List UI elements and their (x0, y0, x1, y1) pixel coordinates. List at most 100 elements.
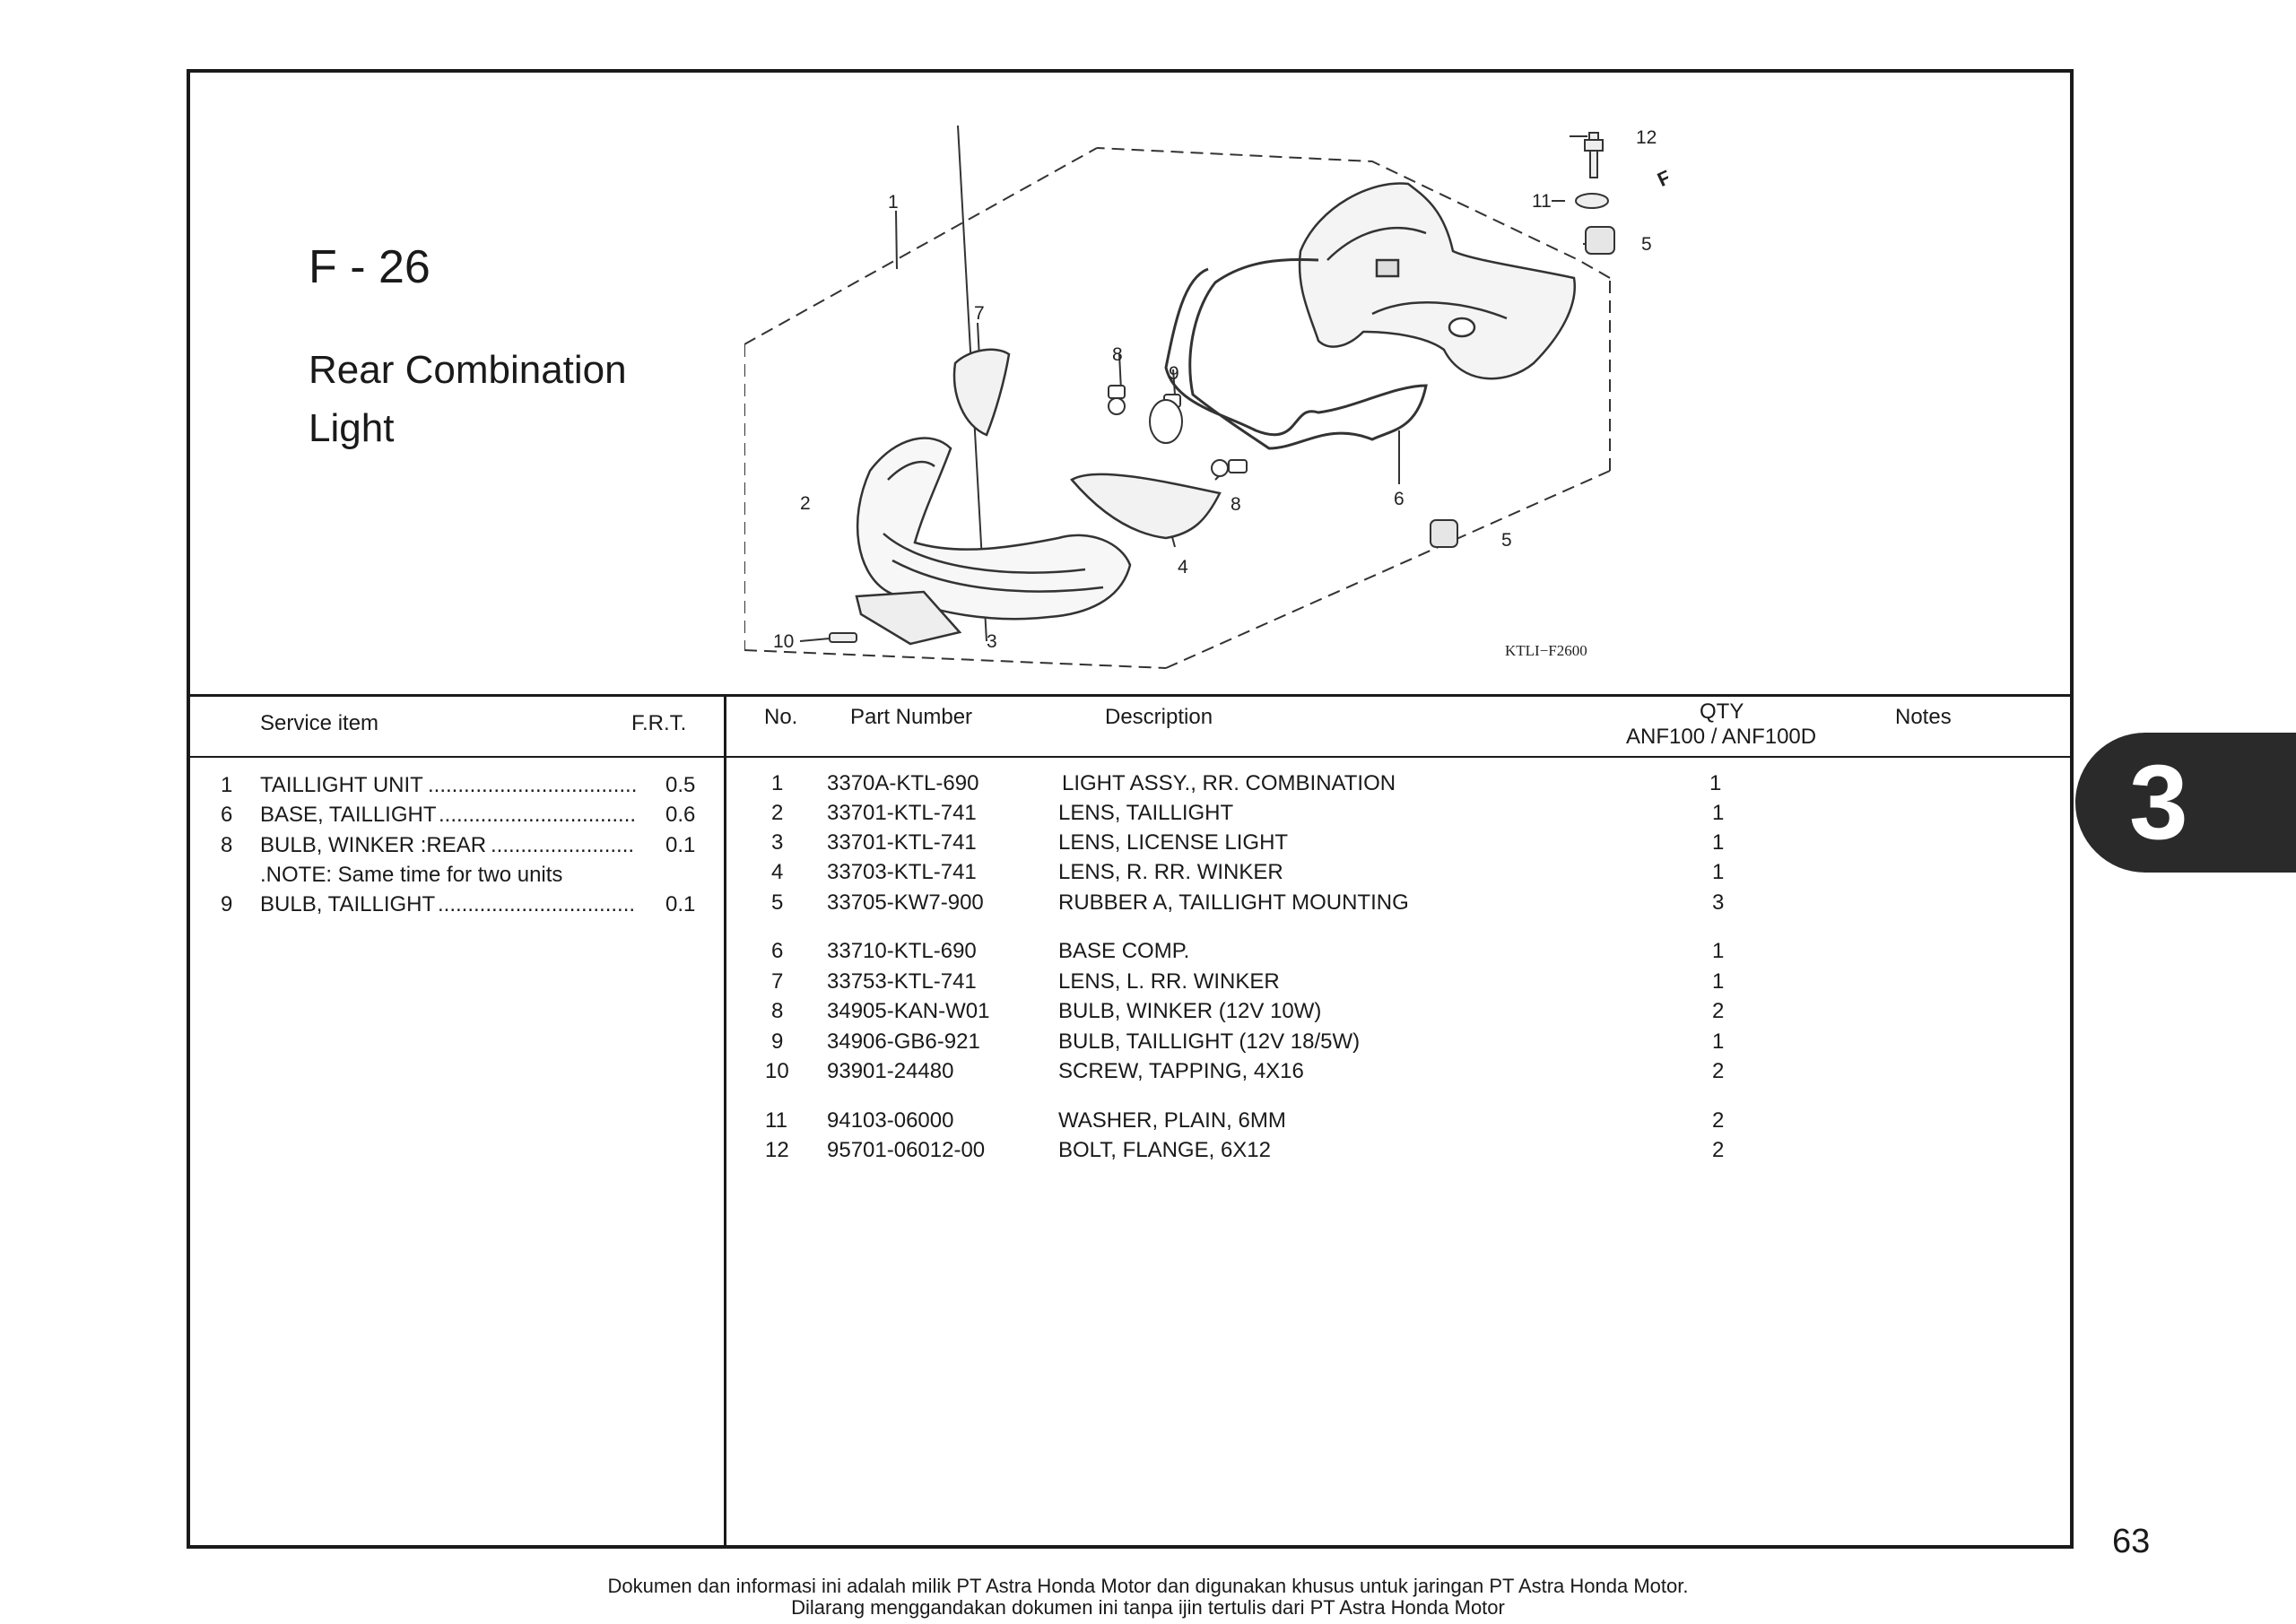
part-qty: 2 (1712, 1138, 1725, 1162)
part-number: 34905-KAN-W01 (827, 999, 990, 1023)
figure-title: Rear Combination Light (309, 341, 685, 457)
part-description: BULB, TAILLIGHT (12V 18/5W) (1058, 1029, 1361, 1054)
part-number: 33705-KW7-900 (827, 890, 984, 915)
base-comp-shape (1298, 182, 1577, 380)
section-tab-number: 3 (2129, 743, 2188, 862)
callout-3: 3 (987, 631, 997, 652)
service-item: BULB, WINKER :REAR (260, 833, 487, 857)
callout-9: 9 (1169, 363, 1179, 384)
rubber-mount-shapes (1430, 226, 1615, 548)
bulb-shapes (1108, 385, 1248, 477)
part-number: 3370A-KTL-690 (827, 771, 979, 795)
service-frt: 0.5 (665, 773, 696, 797)
part-number-header: Part Number (850, 705, 973, 729)
part-qty: 2 (1712, 1059, 1725, 1083)
part-no: 11 (765, 1108, 787, 1133)
part-no: 9 (771, 1029, 784, 1054)
figure-code: F - 26 (309, 241, 430, 293)
part-no: 5 (771, 890, 784, 915)
part-description: BOLT, FLANGE, 6X12 (1058, 1138, 1271, 1162)
part-qty: 3 (1712, 890, 1725, 915)
part-description: LENS, R. RR. WINKER (1058, 860, 1283, 884)
part-no: 7 (771, 969, 784, 994)
part-number: 94103-06000 (827, 1108, 954, 1133)
footer-disclaimer: Dokumen dan informasi ini adalah milik P… (0, 1576, 2296, 1619)
service-ref: 9 (221, 892, 233, 916)
part-qty: 2 (1712, 999, 1725, 1023)
part-number: 33703-KTL-741 (827, 860, 977, 884)
part-number: 33710-KTL-690 (827, 939, 977, 963)
service-ref: 1 (221, 773, 233, 797)
part-qty: 1 (1712, 801, 1725, 825)
part-qty: 1 (1712, 939, 1725, 963)
part-qty: 1 (1712, 860, 1725, 884)
part-description: BASE COMP. (1058, 939, 1190, 963)
callout-12: 12 (1636, 127, 1657, 148)
part-no: 6 (771, 939, 784, 963)
footer-line1: Dokumen dan informasi ini adalah milik P… (607, 1575, 1689, 1597)
part-number: 33701-KTL-741 (827, 801, 977, 825)
part-no: 1 (771, 771, 784, 795)
service-dots: ........................................… (438, 892, 636, 916)
service-dots: ........................................… (428, 773, 636, 797)
callout-11: 11 (1532, 191, 1552, 212)
right-winker-lens-shape (1070, 473, 1222, 540)
part-qty: 1 (1712, 1029, 1725, 1054)
callout-4: 4 (1178, 557, 1188, 578)
service-frt: 0.1 (665, 892, 696, 916)
part-no: 8 (771, 999, 784, 1023)
license-lens-shape (855, 590, 962, 646)
part-number: 93901-24480 (827, 1059, 954, 1083)
part-qty: 1 (1712, 969, 1725, 994)
page-number: 63 (2112, 1523, 2151, 1560)
service-item: TAILLIGHT UNIT (260, 773, 423, 797)
part-qty: 1 (1709, 771, 1722, 795)
callout-10: 10 (773, 631, 794, 652)
part-description: LENS, LICENSE LIGHT (1058, 830, 1289, 855)
callout-8a: 8 (1112, 344, 1123, 365)
callout-7: 7 (974, 303, 985, 324)
callout-8b: 8 (1231, 494, 1241, 515)
part-description: WASHER, PLAIN, 6MM (1058, 1108, 1286, 1133)
service-note: .NOTE: Same time for two units (260, 863, 563, 887)
service-item: BULB, TAILLIGHT (260, 892, 436, 916)
part-qty: 2 (1712, 1108, 1725, 1133)
part-no: 3 (771, 830, 784, 855)
service-ref: 6 (221, 803, 233, 827)
part-no: 12 (765, 1138, 789, 1162)
table-header-divider (190, 756, 2070, 758)
bolt-washer-shapes (1575, 132, 1609, 209)
part-description: BULB, WINKER (12V 10W) (1058, 999, 1322, 1023)
taillight-lens-shape (856, 437, 1132, 621)
callout-2: 2 (800, 493, 811, 514)
column-divider (724, 694, 726, 1549)
callout-5a: 5 (1501, 530, 1512, 551)
part-description: SCREW, TAPPING, 4X16 (1058, 1059, 1304, 1083)
frt-header: F.R.T. (631, 711, 687, 735)
service-ref: 8 (221, 833, 233, 857)
callout-1: 1 (888, 192, 899, 213)
part-no: 10 (765, 1059, 789, 1083)
service-item: BASE, TAILLIGHT (260, 803, 437, 827)
part-description: LENS, L. RR. WINKER (1058, 969, 1280, 994)
part-description: LIGHT ASSY., RR. COMBINATION (1062, 771, 1396, 795)
left-winker-lens-shape (952, 348, 1011, 437)
part-number: 33753-KTL-741 (827, 969, 977, 994)
description-header: Description (1105, 705, 1213, 729)
diagram-reference: KTLI−F2600 (1505, 642, 1587, 659)
part-description: RUBBER A, TAILLIGHT MOUNTING (1058, 890, 1409, 915)
figure-title-line2: Light (309, 406, 395, 450)
exploded-parts-diagram: FR. 1 2 3 4 5 5 6 7 8 8 9 10 11 12 KTLI−… (744, 126, 1668, 669)
part-no: 2 (771, 801, 784, 825)
gasket-seal (1164, 257, 1428, 450)
diagram-divider (190, 694, 2070, 697)
section-tab: 3 (2075, 733, 2296, 873)
no-header: No. (764, 705, 798, 729)
part-qty: 1 (1712, 830, 1725, 855)
callout-5b: 5 (1641, 234, 1652, 255)
callout-6: 6 (1394, 489, 1405, 509)
assembly-boundary (744, 147, 1098, 345)
notes-header: Notes (1895, 705, 1952, 729)
part-number: 95701-06012-00 (827, 1138, 986, 1162)
part-number: 33701-KTL-741 (827, 830, 977, 855)
